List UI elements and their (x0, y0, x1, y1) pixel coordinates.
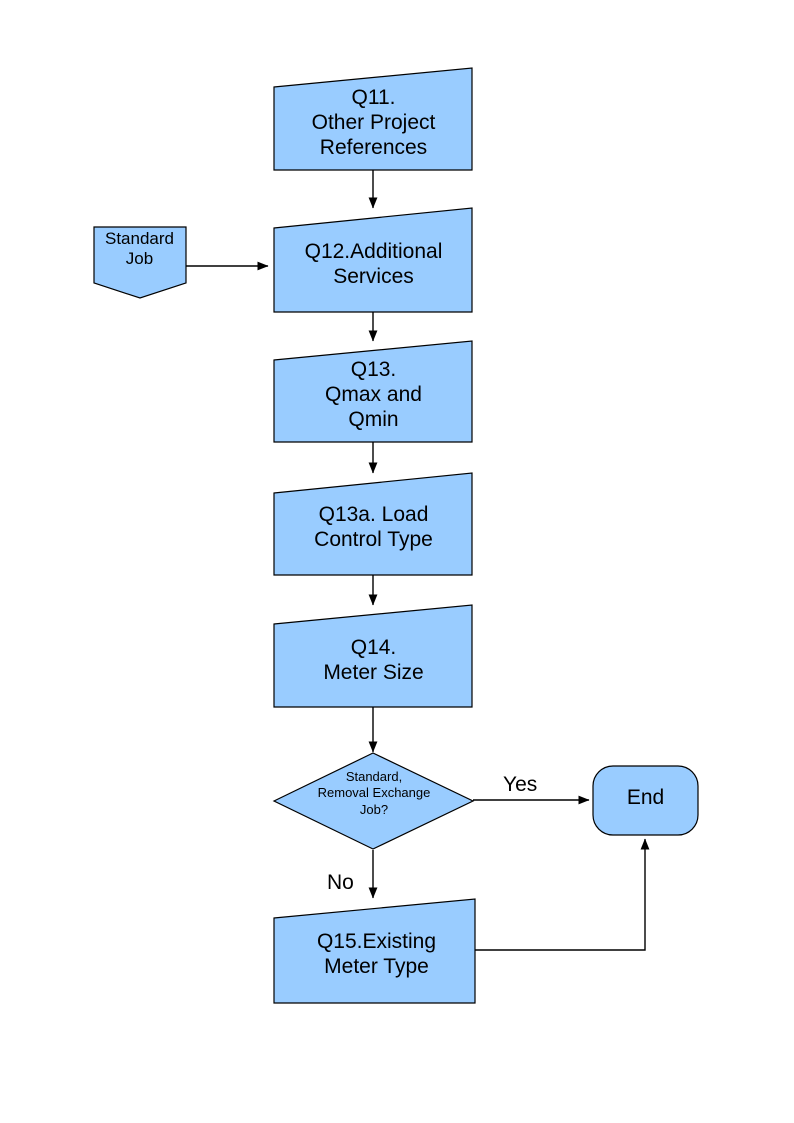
node-q11-other-project-references[interactable] (273, 67, 473, 171)
node-q15-existing-meter-type[interactable] (273, 898, 476, 1004)
node-end[interactable] (592, 765, 699, 836)
node-q13-qmax-and-qmin[interactable] (273, 340, 473, 443)
edge-label-no: No (327, 871, 354, 894)
node-q13a-load-control-type[interactable] (273, 472, 473, 576)
node-decision-standard-removal-exchange-job[interactable] (272, 752, 475, 850)
node-standard-job[interactable] (93, 226, 187, 299)
edge-label-yes: Yes (503, 773, 538, 796)
edge-q15-to-end (475, 838, 650, 951)
node-q14-meter-size[interactable] (273, 604, 473, 708)
node-q12-additional-services[interactable] (273, 207, 473, 313)
